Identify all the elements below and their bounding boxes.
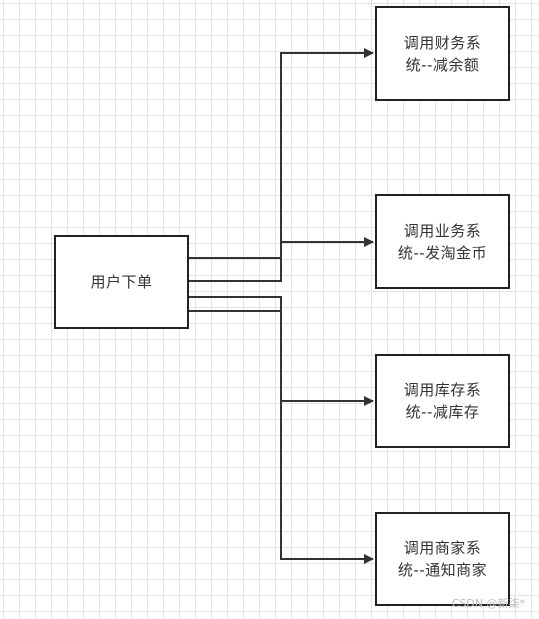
node-merchant-system-label: 调用商家系 统--通知商家 [398,537,487,581]
connector-order-to-merchant [189,310,374,564]
node-user-order-text: 用户下单 [90,273,153,291]
node-user-order[interactable]: 用户下单 [54,235,189,329]
node-business-system-line1: 调用业务系 [403,221,482,240]
node-inventory-system-line1: 调用库存系 [403,381,482,399]
watermark: CSDN @新柒* [451,597,525,610]
node-merchant-system-line2: 统--通知商家 [397,561,488,579]
node-finance-system[interactable]: 调用财务系 统--减余额 [375,6,510,101]
connector-order-to-business [189,237,374,282]
node-inventory-system-line2: 统--减库存 [405,403,480,421]
node-business-system[interactable]: 调用业务系 统--发淘金币 [375,194,510,289]
node-inventory-system[interactable]: 调用库存系 统--减库存 [375,354,510,448]
node-inventory-system-label: 调用库存系 统--减库存 [404,379,482,423]
node-business-system-line2: 统--发淘金币 [397,243,488,262]
node-business-system-label: 调用业务系 统--发淘金币 [398,220,487,264]
node-merchant-system[interactable]: 调用商家系 统--通知商家 [375,512,510,606]
node-finance-system-line1: 调用财务系 [403,33,482,52]
node-user-order-label: 用户下单 [90,271,152,293]
node-merchant-system-line1: 调用商家系 [403,539,482,557]
node-finance-system-line2: 统--减余额 [405,55,480,74]
connector-order-to-finance [189,48,374,259]
node-finance-system-label: 调用财务系 统--减余额 [404,32,482,76]
